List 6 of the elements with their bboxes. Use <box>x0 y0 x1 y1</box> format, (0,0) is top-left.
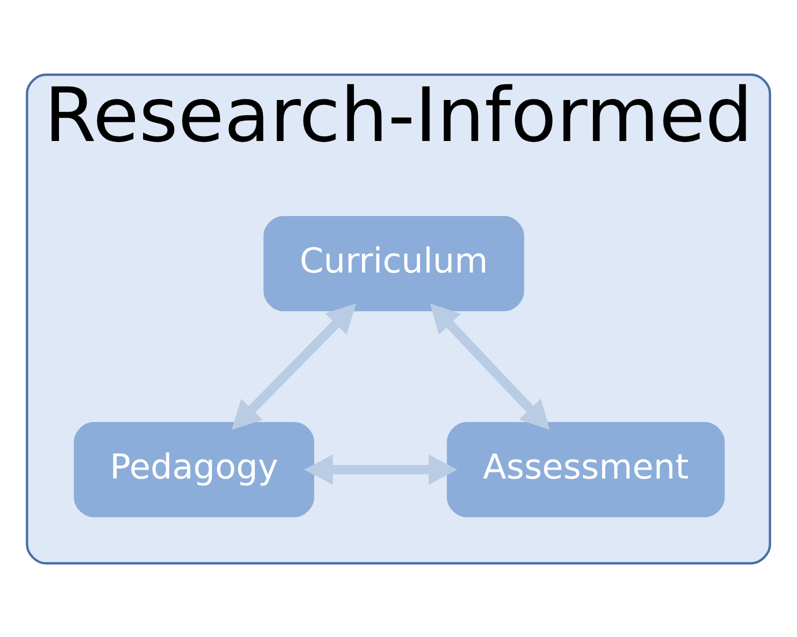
node-box: Curriculum <box>264 215 524 311</box>
arrow <box>232 303 356 430</box>
node-box: Assessment <box>446 422 725 517</box>
node-box: Pedagogy <box>74 422 314 517</box>
arrow <box>430 302 550 430</box>
arrow <box>304 454 458 484</box>
